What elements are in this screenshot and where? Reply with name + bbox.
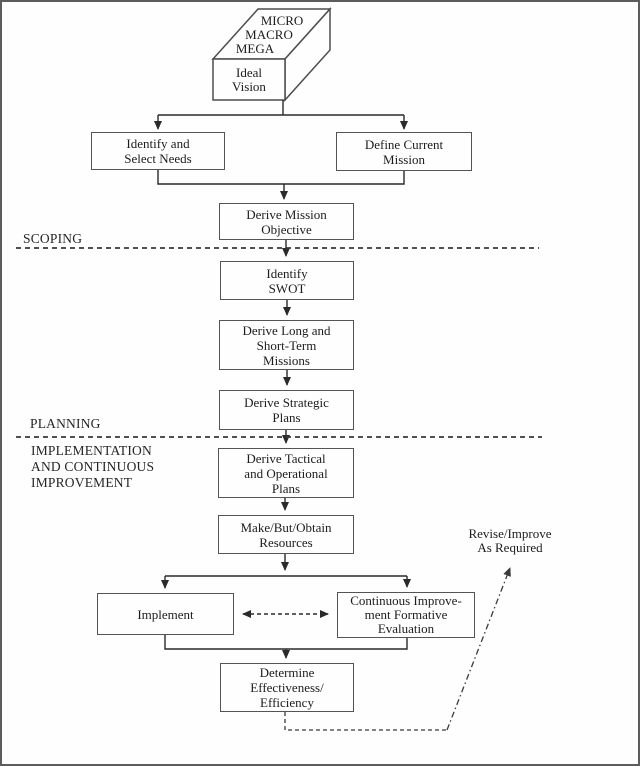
- box-text-line: Evaluation: [377, 621, 435, 636]
- flow-box-identify-swot: Identify SWOT: [220, 261, 354, 300]
- phase-dividers: [16, 247, 542, 438]
- box-text-line: Define Current: [364, 136, 444, 152]
- solid-connectors: [154, 100, 411, 659]
- cube-front-line: Ideal: [236, 64, 262, 80]
- box-text-line: Effectiveness/: [250, 680, 324, 695]
- flow-box-identify-select-needs: Identify and Select Needs: [91, 132, 225, 170]
- box-text-line: Resources: [259, 534, 313, 550]
- flow-box-continuous-improvement-formative-evaluation: Continuous Improve- ment Formative Evalu…: [337, 592, 475, 638]
- box-text-line: Identify and: [126, 136, 190, 151]
- box-text-line: Derive Long and: [242, 322, 331, 338]
- flow-box-derive-long-short-term-missions: Derive Long and Short-Term Missions: [219, 320, 354, 370]
- box-text-line: Determine: [259, 665, 315, 680]
- flow-box-derive-strategic-plans: Derive Strategic Plans: [219, 390, 354, 430]
- box-text-line: Efficiency: [260, 695, 314, 710]
- feedback-dashed-line: [284, 712, 447, 731]
- box-text-line: Select Needs: [124, 151, 192, 166]
- flow-box-determine-effectiveness-efficiency: Determine Effectiveness/ Efficiency: [220, 663, 354, 712]
- section-label-line: IMPROVEMENT: [31, 475, 133, 490]
- cube-top-label-macro: MACRO: [245, 27, 293, 42]
- box-text-line: Derive Tactical: [246, 450, 326, 466]
- box-text-line: Missions: [263, 352, 310, 368]
- section-label-planning: PLANNING: [30, 416, 101, 431]
- flow-box-make-buy-obtain-resources: Make/But/Obtain Resources: [218, 515, 354, 554]
- box-text-line: Identify: [266, 265, 308, 281]
- flow-box-derive-mission-objective: Derive Mission Objective: [219, 203, 354, 240]
- annotation-line: As Required: [477, 540, 543, 555]
- cube-front-face: [212, 58, 286, 101]
- box-text-line: Mission: [383, 151, 425, 167]
- section-label-line: IMPLEMENTATION: [31, 443, 152, 458]
- ideal-vision-cube: [211, 7, 332, 102]
- box-text-line: Short-Term: [256, 337, 317, 353]
- box-text-line: Derive Strategic: [244, 395, 329, 410]
- box-text-line: SWOT: [268, 280, 306, 296]
- box-text-line: ment Formative: [364, 607, 448, 622]
- section-label-line: AND CONTINUOUS: [31, 459, 155, 474]
- flow-box-define-current-mission: Define Current Mission: [336, 132, 472, 171]
- revise-feedback-arrow: [446, 567, 511, 731]
- box-text-line: Continuous Improve-: [350, 593, 462, 608]
- section-label-scoping: SCOPING: [23, 231, 83, 246]
- cube-front-label-ideal-vision: Ideal Vision: [213, 59, 285, 100]
- box-text-line: Objective: [261, 221, 312, 237]
- section-label-implementation: IMPLEMENTATION AND CONTINUOUS IMPROVEMEN…: [31, 443, 154, 491]
- box-text-line: Derive Mission: [246, 206, 327, 222]
- cube-top-label-mega: MEGA: [235, 41, 275, 56]
- annotation-line: Revise/Improve: [468, 526, 552, 541]
- box-text-line: Plans: [271, 480, 301, 496]
- box-text-line: and Operational: [244, 465, 328, 481]
- box-text-line: Plans: [272, 410, 301, 425]
- flow-box-derive-tactical-operational-plans: Derive Tactical and Operational Plans: [218, 448, 354, 498]
- revise-improve-annotation: Revise/Improve As Required: [449, 527, 571, 555]
- flow-box-implement: Implement: [97, 593, 234, 635]
- cube-top-label-micro: MICRO: [260, 13, 304, 28]
- cube-front-line: Vision: [232, 78, 266, 94]
- top-merge-line: [157, 170, 405, 185]
- box-text-line: Make/But/Obtain: [240, 519, 332, 535]
- box-text-line: Implement: [137, 606, 194, 622]
